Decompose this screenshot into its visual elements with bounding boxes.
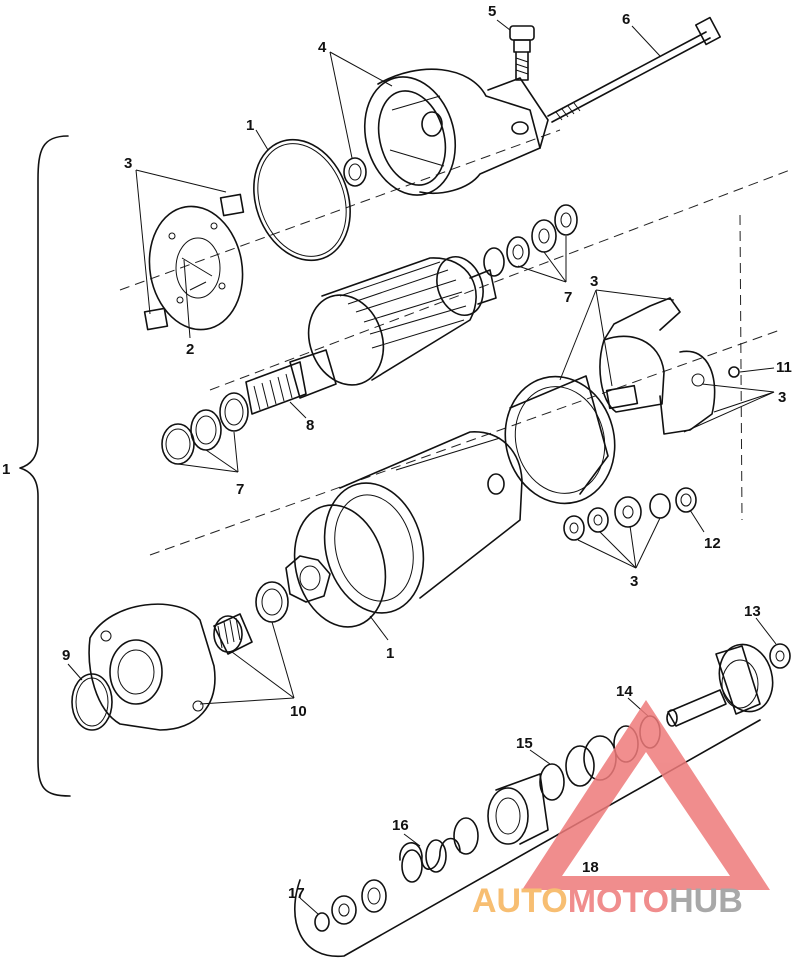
callout-3-right: 3 [778,389,786,406]
o-ring-lower [293,504,387,628]
callout-14: 14 [616,683,633,700]
washer-set-upper [483,204,578,277]
callout-1-upper: 1 [246,117,254,134]
through-bolt-part [547,16,722,123]
brush-holder-part [599,297,740,435]
leader-lines [67,19,777,915]
callout-3-upper-right: 3 [590,273,598,290]
callout-8: 8 [306,417,314,434]
callout-10: 10 [290,703,307,720]
washer-set-lower [563,487,697,541]
frame-cover-part [504,375,616,505]
callout-11: 11 [776,359,792,376]
callout-1-lower: 1 [386,645,394,662]
left-bracket [19,135,71,797]
callout-12: 12 [704,535,721,552]
callout-13: 13 [744,603,761,620]
callout-2: 2 [186,341,194,358]
armature-part [245,256,497,415]
front-housing-part [88,603,216,731]
o-ring-upper [253,138,351,262]
yoke-part [323,431,523,614]
plate-part [285,555,331,603]
callout-7-left: 7 [236,481,244,498]
callout-15: 15 [516,735,533,752]
axis-line-mid [209,169,791,391]
end-housing-part [363,68,549,196]
screw-part [509,25,535,81]
watermark-triangle [522,700,770,890]
watermark-word-hub: HUB [669,882,743,920]
bushing-part [343,157,367,187]
callout-18: 18 [582,859,599,876]
callout-9: 9 [62,647,70,664]
callout-4: 4 [318,39,327,56]
callout-1-left: 1 [2,461,10,478]
seal-ring-part [71,673,113,731]
washer-set-left [161,392,249,465]
axis-line-lower [149,329,781,556]
bearing-set-part [213,581,289,655]
brush-plate-part [143,193,245,331]
watermark-word-moto: MOTO [568,882,669,920]
callout-labels: 5 6 4 1 3 2 7 3 11 3 8 7 1 12 3 1 9 10 1… [2,3,792,902]
callout-3-lower: 3 [630,573,638,590]
callout-17: 17 [288,885,305,902]
callout-6: 6 [622,11,630,28]
callout-5: 5 [488,3,496,20]
callout-16: 16 [392,817,409,834]
callout-3-left: 3 [124,155,132,172]
watermark-logo: AUTOMOTOHUB [472,700,770,920]
axis-line-vertical [739,214,743,521]
axis-line-upper [119,129,561,291]
watermark-word-auto: AUTO [472,882,568,920]
svg-text:AUTOMOTOHUB: AUTOMOTOHUB [472,882,743,920]
callout-7-upper: 7 [564,289,572,306]
